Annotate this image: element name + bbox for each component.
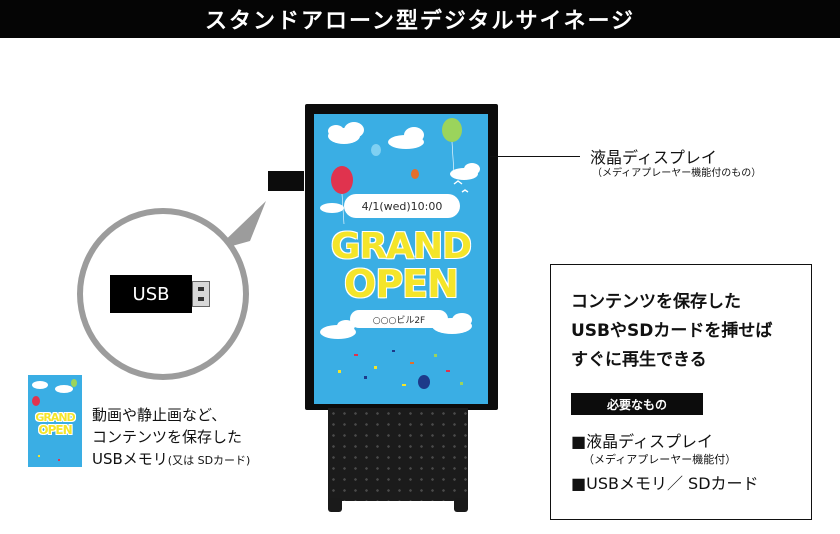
- usb-plug: [192, 281, 210, 307]
- usb-stick: USB: [110, 275, 192, 313]
- need-item-usb: ■USBメモリ／ SDカード: [571, 474, 759, 493]
- need-badge-label: 必要なもの: [606, 397, 667, 412]
- signage-screen: 4/1(wed)10:00 GRAND OPEN ○○○ビル2F: [314, 114, 488, 404]
- bird-shapes: [453, 180, 469, 193]
- display-callout-sub-label: （メディアプレーヤー機能付のもの）: [592, 168, 762, 179]
- thumbnail-grand: GRAND: [35, 411, 75, 424]
- cloud-shapes: [320, 122, 480, 339]
- page-title: スタンドアローン型デジタルサイネージ: [204, 9, 636, 34]
- need-badge: 必要なもの: [571, 393, 703, 415]
- signage-wheel-left: [328, 498, 342, 512]
- screen-decoration: [320, 118, 480, 389]
- usb-port-stub: [268, 171, 304, 191]
- info-headline-line3: すぐに再生できる: [571, 350, 707, 370]
- screen-headline-grand: GRAND: [330, 226, 472, 267]
- info-box: [550, 264, 812, 520]
- display-callout-label: 液晶ディスプレイ: [590, 148, 717, 167]
- screen-venue-text: ○○○ビル2F: [372, 315, 426, 326]
- need-item-display-sub: （メディアプレーヤー機能付）: [583, 453, 737, 466]
- need-item-display: ■液晶ディスプレイ: [571, 432, 713, 451]
- screen-headline-open: OPEN: [344, 262, 459, 306]
- content-thumbnail: GRAND OPEN: [28, 375, 82, 467]
- left-desc-line3-main: USBメモリ: [92, 450, 168, 468]
- thumbnail-open: OPEN: [38, 423, 72, 437]
- signage-wheel-right: [454, 498, 468, 512]
- left-description: 動画や静止画など、 コンテンツを保存した USBメモリ(又は SDカード): [92, 404, 250, 472]
- thumbnail-decoration: [32, 379, 77, 461]
- left-desc-line3-small: (又は SDカード): [167, 454, 251, 467]
- callout-leader-line: [490, 156, 580, 157]
- info-headline: コンテンツを保存した USBやSDカードを挿せば すぐに再生できる: [571, 288, 772, 375]
- usb-label: USB: [132, 283, 170, 305]
- confetti-shapes: [338, 350, 463, 386]
- signage-stand: [328, 408, 468, 501]
- left-desc-line3: USBメモリ(又は SDカード): [92, 448, 250, 472]
- left-desc-line2: コンテンツを保存した: [92, 428, 243, 446]
- page-title-bar: スタンドアローン型デジタルサイネージ: [0, 0, 840, 38]
- left-desc-line1: 動画や静止画など、: [92, 406, 227, 424]
- info-headline-line2: USBやSDカードを挿せば: [571, 321, 773, 341]
- screen-date-text: 4/1(wed)10:00: [361, 199, 443, 213]
- info-headline-line1: コンテンツを保存した: [571, 292, 741, 312]
- screen-venue-ribbon: ○○○ビル2F: [350, 310, 448, 328]
- balloon-shapes: [331, 118, 462, 389]
- screen-date-ribbon: 4/1(wed)10:00: [344, 194, 460, 218]
